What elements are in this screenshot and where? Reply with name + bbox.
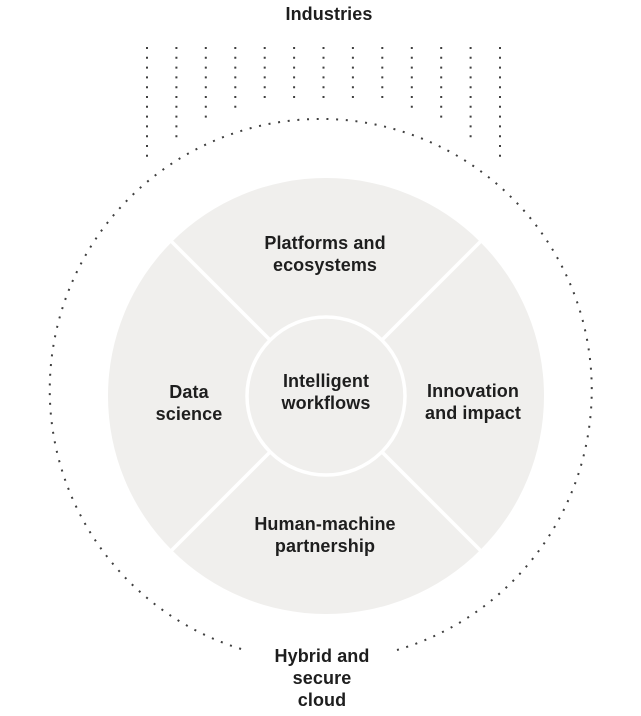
industry-connector-lines (146, 47, 501, 157)
center-circle (245, 315, 407, 477)
segment-platforms-ecosystems-label: Platforms and ecosystems (264, 233, 386, 275)
segment-human-machine-label: Human-machine partnership (254, 514, 396, 556)
outer-dotted-circle (48, 117, 593, 652)
center-intelligent-workflows-label: Intelligent workflows (281, 371, 371, 413)
industries-label: Industries (285, 4, 373, 24)
segment-data-science-label: Data science (155, 382, 223, 424)
segment-innovation-impact-label: Innovation and impact (424, 381, 522, 423)
hybrid-secure-cloud-label: Hybrid and secure cloud (274, 646, 370, 710)
